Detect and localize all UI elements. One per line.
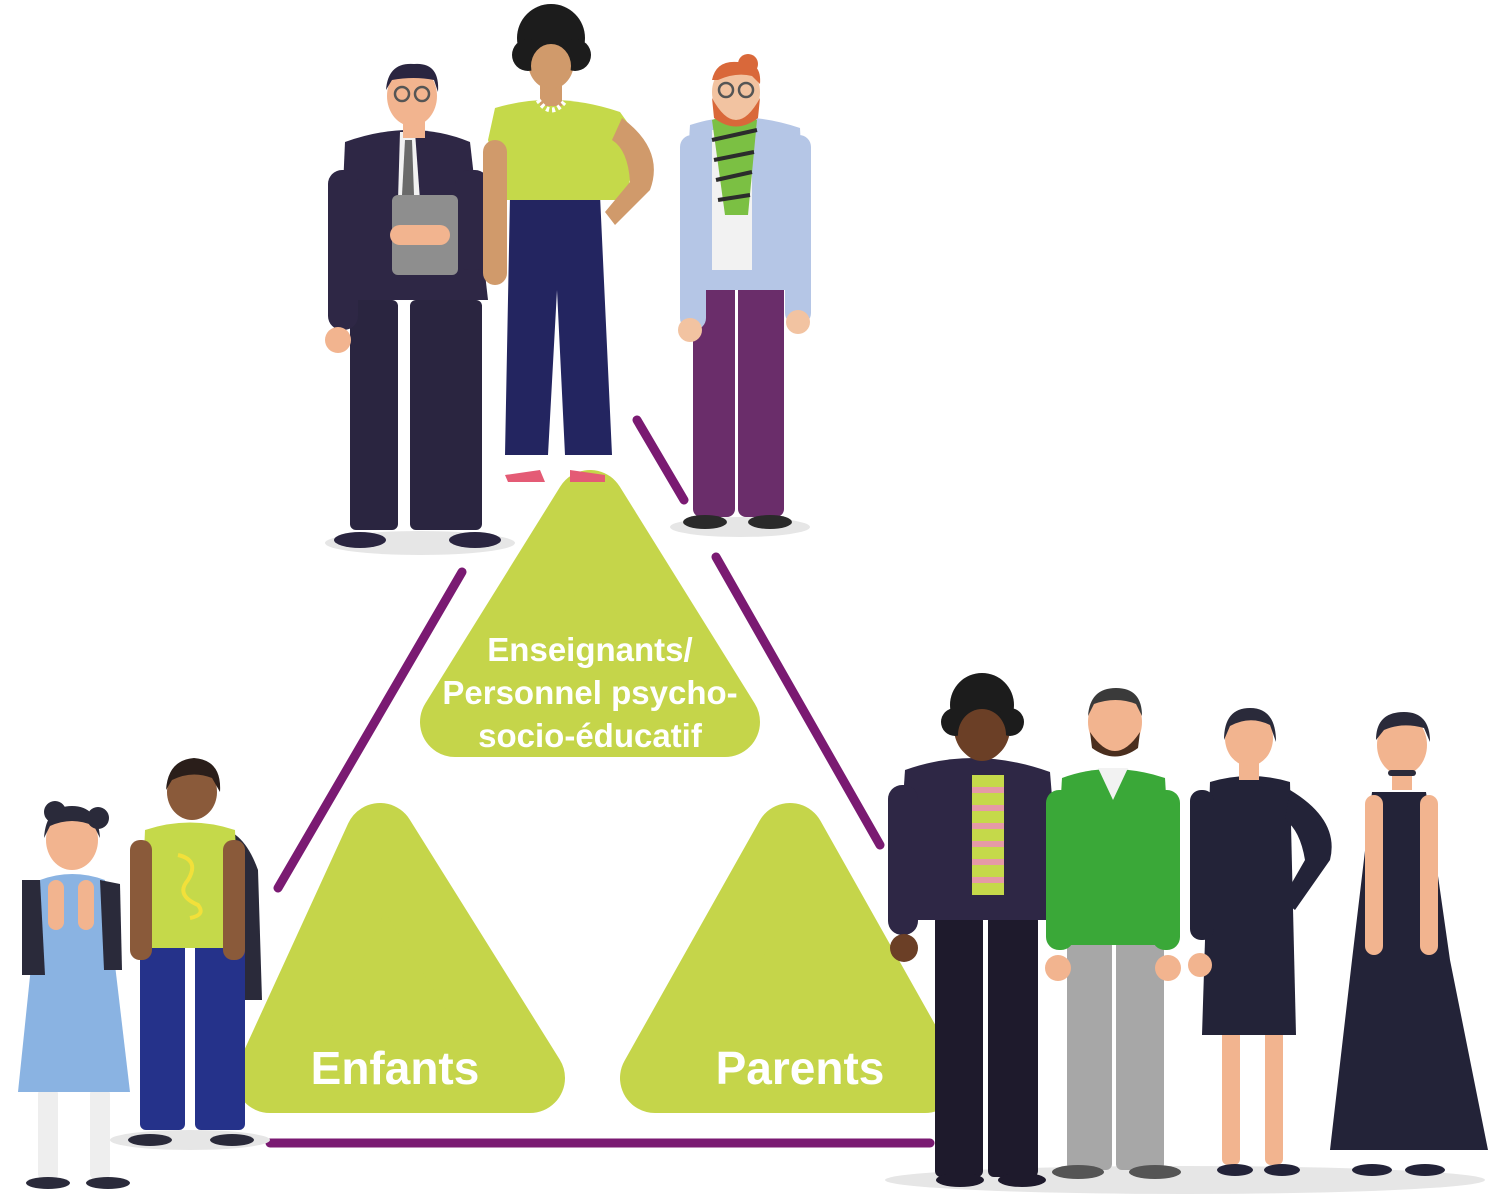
connector-line-top-left [273,567,467,893]
connector-line-top-right-upper [632,415,689,505]
person-woman-navy-dress [1188,708,1332,1176]
person-woman-long-dress [1330,712,1488,1176]
person-man-red-beard [678,54,811,529]
label-teachers-staff-line-3: socio-éducatif [478,717,702,754]
connector-line-top-right [711,552,885,850]
label-parents: Parents [715,1042,885,1094]
person-girl [18,801,130,1189]
triangle-right [620,803,960,1113]
label-teachers-staff: Enseignants/ Personnel psycho- socio-édu… [420,628,760,757]
label-children: Enfants [310,1042,480,1094]
triangles [235,470,960,1113]
connector-lines [265,415,935,1148]
person-woman-dark-jacket [888,673,1062,1187]
triangle-left [235,803,565,1113]
label-teachers-staff-line-2: Personnel psycho- [442,674,738,711]
person-man-in-suit [325,63,501,548]
person-man-green-sweater [1045,688,1181,1179]
person-woman-green-top [483,4,654,482]
label-teachers-staff-line-1: Enseignants/ [487,631,693,668]
triangle-top [420,470,760,757]
person-boy [128,758,262,1146]
